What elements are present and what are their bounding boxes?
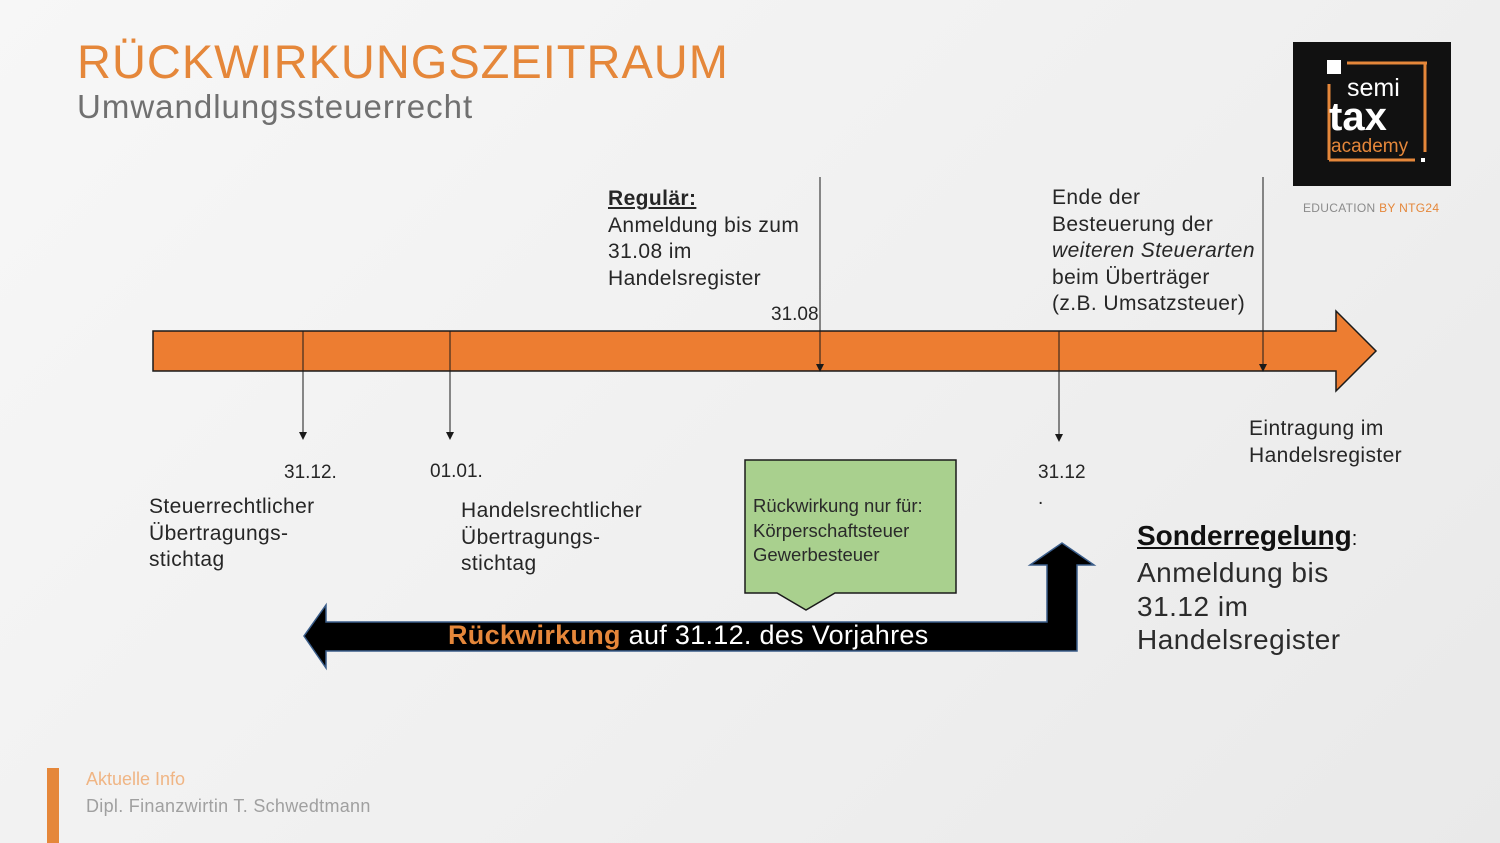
logo-frame-icon: semi tax academy [1327, 60, 1427, 162]
end-taxation-line: Ende der [1052, 186, 1141, 209]
commercial-transfer-line: Handelsrechtlicher [461, 499, 643, 522]
note-line: Rückwirkung nur für: [753, 495, 923, 516]
back-arrow-highlight: Rückwirkung [448, 620, 621, 650]
logo-word-tax: tax [1329, 95, 1387, 139]
regular-date: 31.08 [771, 304, 819, 325]
page-title: RÜCKWIRKUNGSZEITRAUM [77, 35, 729, 88]
end-taxation-line: (z.B. Umsatzsteuer) [1052, 292, 1246, 315]
special-rule-colon: : [1351, 528, 1358, 550]
end-taxation-line: beim Überträger [1052, 265, 1210, 289]
tax-date: 31.12. [284, 462, 337, 483]
commercial-transfer-block: Handelsrechtlicher Übertragungs- stichta… [461, 498, 642, 578]
commercial-transfer-line: Übertragungs- [461, 525, 601, 549]
logo-word-semi: semi [1347, 74, 1400, 102]
regular-line: 31.08 im [608, 240, 692, 263]
back-arrow-label: Rückwirkung auf 31.12. des Vorjahres [448, 620, 929, 651]
timeline-arrow [152, 309, 1378, 393]
special-rule-line: 31.12 im [1137, 590, 1249, 622]
note-callout-shape [744, 459, 957, 611]
regular-line: Handelsregister [608, 266, 762, 290]
tax-transfer-line: stichtag [149, 548, 225, 571]
commercial-date: 01.01. [430, 461, 483, 482]
page-subtitle: Umwandlungssteuerrecht [77, 88, 474, 125]
note-line: Körperschaftsteuer [753, 519, 910, 541]
special-rule-line: Anmeldung bis [1137, 557, 1329, 588]
tax-transfer-line: Steuerrechtlicher [149, 495, 315, 518]
logo-word-academy: academy [1331, 136, 1409, 157]
footer-info: Aktuelle Info [86, 769, 186, 789]
special-rule-body: Anmeldung bis 31.12 im Handelsregister [1137, 556, 1341, 657]
note-line: Gewerbesteuer [753, 544, 880, 565]
note-text: Rückwirkung nur für: Körperschaftsteuer … [753, 494, 923, 568]
regular-line: Anmeldung bis zum [608, 213, 800, 237]
tick-arrowheads [299, 364, 1267, 442]
regular-block: Regulär: Anmeldung bis zum 31.08 im Hand… [608, 186, 799, 292]
end-taxation-italic: weiteren Steuerarten [1052, 239, 1255, 262]
registration-line: Handelsregister [1249, 443, 1403, 467]
back-arrow-rest: auf 31.12. des Vorjahres [620, 620, 929, 650]
registration-block: Eintragung im Handelsregister [1249, 416, 1402, 469]
back-arrow [303, 542, 1097, 671]
tax-transfer-line: Übertragungs- [149, 521, 289, 545]
special-rule-heading: Sonderregelung: [1137, 520, 1357, 552]
tax-transfer-block: Steuerrechtlicher Übertragungs- stichtag [149, 494, 315, 574]
footer-accent-bar [47, 768, 59, 843]
registration-line: Eintragung im [1249, 417, 1384, 440]
special-rule-title: Sonderregelung [1137, 520, 1352, 551]
year-end-date: 31.12 [1038, 462, 1086, 483]
end-taxation-block: Ende der Besteuerung der weiteren Steuer… [1052, 185, 1255, 318]
tagline-highlight: BY NTG24 [1379, 201, 1440, 215]
regular-label: Regulär: [608, 187, 697, 210]
footer-author: Dipl. Finanzwirtin T. Schwedtmann [86, 796, 371, 816]
tagline-prefix: EDUCATION [1303, 201, 1380, 215]
tick-lines [302, 177, 1264, 434]
special-rule-line: Handelsregister [1137, 624, 1341, 655]
year-end-dot: . [1038, 488, 1044, 509]
logo-tagline: EDUCATION BY NTG24 [1303, 201, 1439, 215]
semitax-logo: semi tax academy [1293, 42, 1451, 186]
commercial-transfer-line: stichtag [461, 552, 537, 575]
end-taxation-line: Besteuerung der [1052, 212, 1214, 236]
